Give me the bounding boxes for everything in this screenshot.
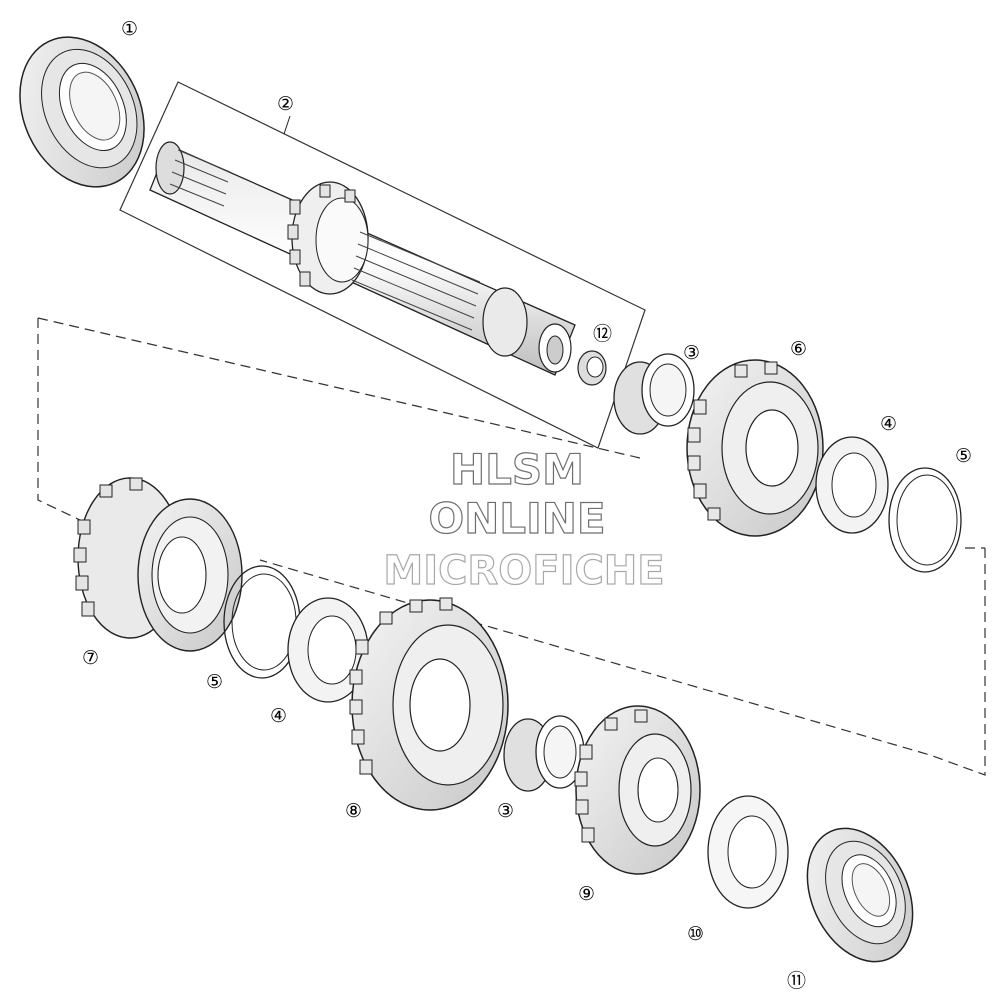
bush-part-12: [577, 350, 607, 386]
callout-2: ②: [277, 93, 294, 115]
watermark-line-2: ONLINE: [428, 494, 605, 543]
callout-6: ⑥: [790, 338, 807, 360]
thrust-washer-part-4-upper: [815, 436, 889, 534]
callout-7: ⑦: [82, 647, 99, 669]
washer-part-10: [707, 795, 789, 909]
assembly-guide-lines: [37, 317, 986, 776]
callout-12: ⑫: [593, 323, 612, 345]
callout-9: ⑨: [578, 883, 595, 905]
mainshaft-part-2: [149, 141, 576, 376]
gear-part-6: [686, 359, 824, 537]
bearing-part-1: [19, 36, 145, 188]
callout-1: ①: [121, 18, 138, 40]
needle-bearing-part-3-upper: [613, 353, 695, 435]
callout-11: ⑪: [787, 970, 806, 992]
callout-8: ⑧: [345, 800, 362, 822]
callout-10: ⑩: [687, 923, 704, 945]
needle-bearing-part-3-lower: [503, 715, 585, 792]
leader-lines: [283, 115, 291, 135]
callout-3-lower: ③: [497, 800, 514, 822]
callout-5-lower: ⑤: [206, 671, 223, 693]
circlip-part-5-upper: [888, 467, 962, 573]
watermark-line-1: HLSM: [450, 445, 584, 494]
callout-labels: ① ② ⑫ ③ ⑥ ④ ⑤ ⑦ ⑤ ④ ⑧ ③ ⑨ ⑩ ⑪: [82, 18, 972, 992]
callout-4-upper: ④: [880, 413, 897, 435]
shaft-group-frame: [119, 81, 646, 449]
callout-4-lower: ④: [270, 705, 287, 727]
bearing-part-11: [806, 827, 914, 963]
gear-part-7: [73, 477, 243, 652]
callout-5-upper: ⑤: [955, 445, 972, 467]
watermark-line-3: MICROFICHE: [383, 548, 664, 594]
gear-part-8: [349, 597, 509, 811]
callout-3-upper: ③: [683, 342, 700, 364]
gear-part-9: [574, 705, 701, 875]
watermark: HLSM ONLINE MICROFICHE: [383, 444, 665, 594]
